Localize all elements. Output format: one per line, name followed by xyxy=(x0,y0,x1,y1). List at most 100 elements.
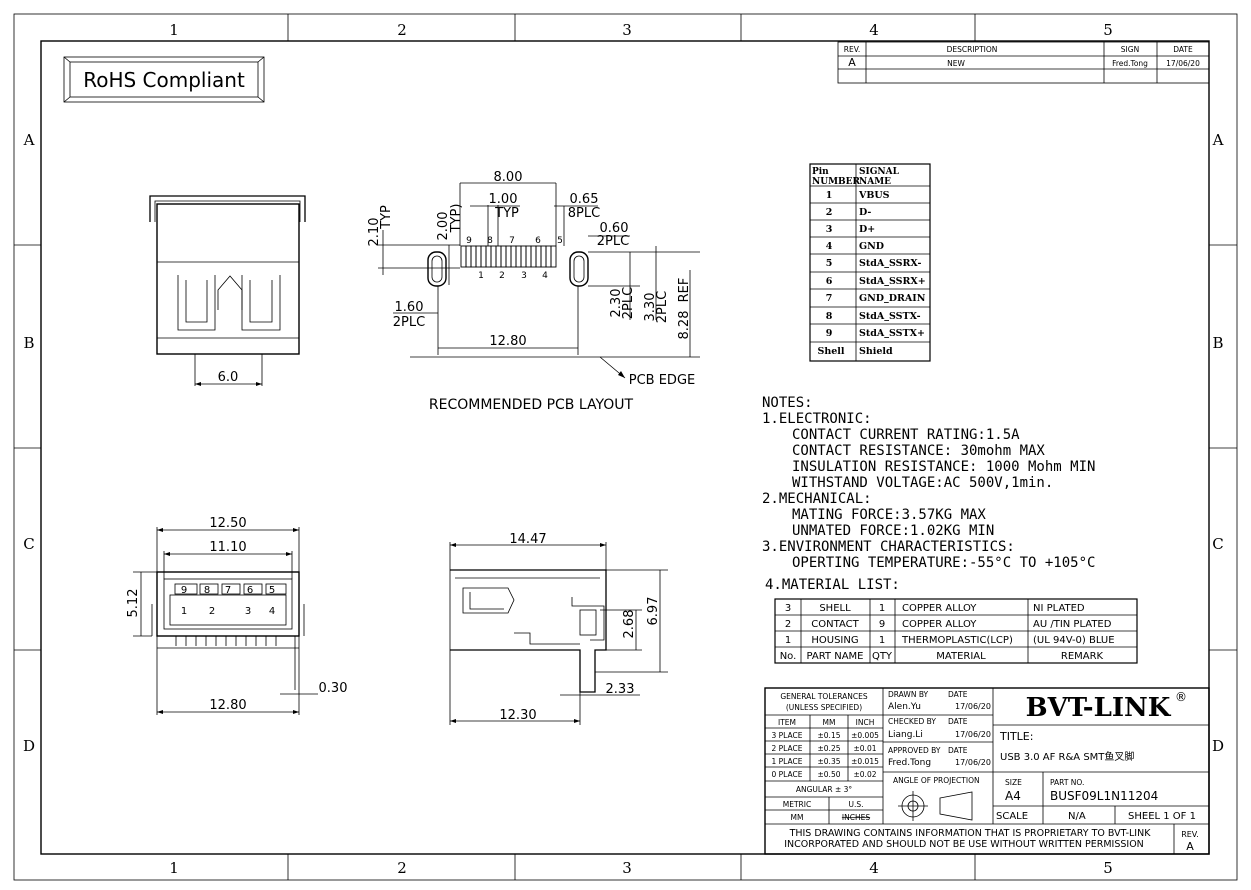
pin-number: 8 xyxy=(204,585,210,596)
tol-cell: ±0.02 xyxy=(854,770,877,779)
notes-line: 4.MATERIAL LIST: xyxy=(765,577,900,593)
tol-cell: 3 PLACE xyxy=(771,731,802,740)
rev-label: REV. xyxy=(1181,830,1199,839)
material-cell: COPPER ALLOY xyxy=(902,603,977,614)
tb-label: (UNLESS SPECIFIED) xyxy=(786,703,862,712)
pin-table-header: SIGNAL xyxy=(859,167,900,177)
tb-label: U.S. xyxy=(848,800,863,809)
pin-number: 3 xyxy=(521,271,527,281)
rev-cell: A xyxy=(848,56,856,69)
material-cell: AU /TIN PLATED xyxy=(1033,619,1112,630)
tb-label: DRAWN BY xyxy=(888,690,929,699)
dim-label: 2.30 xyxy=(609,289,624,318)
notes-line: 2.MECHANICAL: xyxy=(762,491,872,507)
dim-label: 2.33 xyxy=(606,682,635,697)
col-label: 2 xyxy=(397,859,407,877)
rev-cell: 17/06/20 xyxy=(1166,59,1200,68)
notes-line: NOTES: xyxy=(762,395,813,411)
dim-label: 1.00 xyxy=(489,192,518,207)
pin-number-cell: 4 xyxy=(826,241,833,252)
scale-value: N/A xyxy=(1068,811,1086,822)
tol-cell: 0 PLACE xyxy=(771,770,802,779)
rev-header: DATE xyxy=(1173,45,1193,54)
tb-label: PART NO. xyxy=(1050,778,1084,787)
side-view: 14.47 2.33 12.30 6.97 2.68 xyxy=(449,532,668,725)
row-label: B xyxy=(1212,334,1223,352)
tb-label: DATE xyxy=(948,690,968,699)
dim-label: 8.28 xyxy=(677,311,692,340)
dim-label: 11.10 xyxy=(209,540,246,555)
material-cell: (UL 94V-0) BLUE xyxy=(1033,635,1115,646)
pin-number-cell: 6 xyxy=(826,276,833,287)
part-number: BUSF09L1N11204 xyxy=(1050,789,1158,803)
dim-label: 0.60 xyxy=(600,221,629,236)
notes-line: OPERTING TEMPERATURE:-55°C TO +105°C xyxy=(792,555,1095,571)
pin-number: 7 xyxy=(225,585,231,596)
pin-number-cell: 7 xyxy=(826,293,833,304)
tol-cell: ±0.50 xyxy=(818,770,841,779)
tb-label: INCHES xyxy=(842,813,870,822)
dim-label: 2.68 xyxy=(622,610,637,639)
title-label: TITLE: xyxy=(999,730,1033,743)
material-header: REMARK xyxy=(1061,651,1104,662)
row-label: C xyxy=(23,535,34,553)
pin-number: 5 xyxy=(557,236,563,246)
notes: NOTES: 1.ELECTRONIC: CONTACT CURRENT RAT… xyxy=(762,395,1095,593)
material-header: MATERIAL xyxy=(936,651,986,662)
rohs-stamp: RoHS Compliant xyxy=(63,56,265,103)
tol-cell: ±0.15 xyxy=(818,731,841,740)
drawing-frame xyxy=(13,13,1238,881)
notes-line: WITHSTAND VOLTAGE:AC 500V,1min. xyxy=(792,475,1053,491)
dim-label: REF xyxy=(677,278,692,303)
pin-number-cell: 3 xyxy=(826,224,833,235)
tb-label: APPROVED BY xyxy=(888,746,941,755)
tol-cell: ±0.35 xyxy=(818,757,841,766)
col-label: 1 xyxy=(169,859,179,877)
pin-number: 2 xyxy=(209,606,215,617)
col-label: 4 xyxy=(869,859,879,877)
dim-label: 3.30 xyxy=(643,293,658,322)
dim-label: 2PLC xyxy=(597,234,629,249)
col-label: 2 xyxy=(397,21,407,39)
material-cell: 3 xyxy=(785,603,791,614)
approved-name: Fred.Tong xyxy=(888,758,931,768)
dim-label: TYP xyxy=(379,205,394,230)
material-cell: THERMOPLASTIC(LCP) xyxy=(901,635,1013,646)
notes-line: CONTACT RESISTANCE: 30mohm MAX xyxy=(792,443,1045,459)
signal-name-cell: GND xyxy=(859,241,884,252)
tb-label: ITEM xyxy=(778,718,796,727)
notes-line: CONTACT CURRENT RATING:1.5A xyxy=(792,427,1020,443)
pin-number-cell: 1 xyxy=(826,190,833,201)
dim-label: 8.00 xyxy=(494,170,523,185)
column-labels: 1 2 3 4 5 1 2 3 4 5 xyxy=(169,21,1113,877)
rev-cell: NEW xyxy=(947,59,965,68)
revision-table: REV. DESCRIPTION SIGN DATE A NEW Fred.To… xyxy=(837,41,1210,84)
tol-cell: ±0.01 xyxy=(854,744,877,753)
title-block: GENERAL TOLERANCES (UNLESS SPECIFIED) IT… xyxy=(764,687,1210,855)
dim-label: 2.10 xyxy=(367,218,382,247)
row-label: B xyxy=(23,334,34,352)
pin-number-cell: 9 xyxy=(826,328,833,339)
col-label: 5 xyxy=(1103,859,1113,877)
pin-number: 9 xyxy=(181,585,187,596)
dim-label: 0.65 xyxy=(570,192,599,207)
company-logo-text: BVT-LINK xyxy=(1026,693,1172,723)
material-cell: 1 xyxy=(879,635,885,646)
dim-label: 2.00 xyxy=(436,212,451,241)
material-cell: 1 xyxy=(785,635,791,646)
pin-number: 2 xyxy=(499,271,505,281)
row-labels: A B C D A B C D xyxy=(23,131,1224,755)
tol-cell: ±0.015 xyxy=(851,757,879,766)
tb-label: SIZE xyxy=(1005,778,1022,787)
dim-label: 2PLC xyxy=(655,291,670,323)
tb-label: METRIC xyxy=(783,800,811,809)
material-cell: COPPER ALLOY xyxy=(902,619,977,630)
dim-label: 2PLC xyxy=(621,287,636,319)
front-view: 6.0 xyxy=(149,195,306,386)
notes-line: 1.ELECTRONIC: xyxy=(762,411,872,427)
tb-label: MM xyxy=(791,813,804,822)
rev-header: DESCRIPTION xyxy=(947,45,998,54)
tb-label: INCH xyxy=(856,718,875,727)
pcb-layout: 8.00 1.00 TYP 0.65 8PLC 0.60 2PLC 1.60 2… xyxy=(367,170,700,413)
material-cell: SHELL xyxy=(819,603,851,614)
